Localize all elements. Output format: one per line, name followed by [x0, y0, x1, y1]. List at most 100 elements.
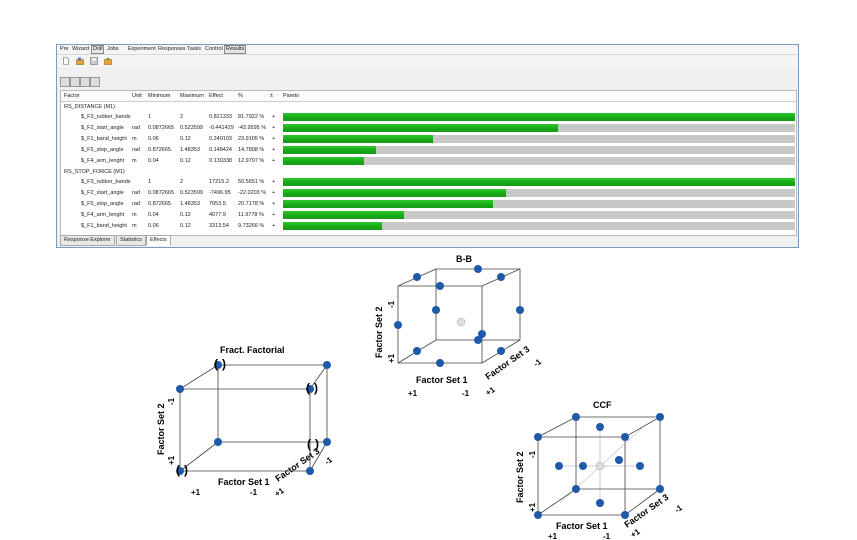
pareto-bar — [283, 200, 493, 208]
effect-cell: 0.821333 — [209, 114, 232, 120]
panel-button-4[interactable] — [90, 77, 100, 87]
header-maximum[interactable]: Maximum — [180, 93, 204, 99]
pareto-bar-track — [283, 178, 795, 186]
header-pareto[interactable]: Pareto — [283, 93, 300, 99]
bb-axis1-hi: +1 — [408, 389, 418, 398]
minimum-cell: 1 — [148, 179, 152, 185]
pareto-bar — [283, 211, 405, 219]
ccf-axis2: Factor Set 2 — [515, 451, 525, 503]
menu-pre[interactable]: Pre — [60, 46, 69, 52]
menu-experiment[interactable]: Experiment — [128, 46, 156, 52]
pareto-bar-track — [283, 222, 795, 230]
new-file-icon[interactable] — [62, 57, 70, 65]
pareto-bar — [283, 113, 795, 121]
fractional-factorial-diagram: () () () () Fract. Factorial Factor Set … — [156, 345, 334, 499]
maximum-cell: 1.48353 — [180, 201, 200, 207]
save-icon[interactable] — [90, 57, 98, 65]
unit-cell: rad — [132, 190, 140, 196]
tab-statistics[interactable]: Statistics — [116, 235, 147, 246]
export-icon[interactable] — [104, 57, 112, 65]
menu-bar: Pre Wizard Doll Jobs Experiment Response… — [57, 45, 798, 55]
svg-text:(: ( — [306, 381, 310, 395]
pareto-bar-track — [283, 135, 795, 143]
pareto-bar-track — [283, 211, 795, 219]
percent-cell: 12.9797 % — [238, 158, 265, 164]
header-unit[interactable]: Unit — [132, 93, 142, 99]
bb-title: B-B — [456, 254, 472, 264]
ccf-diagram: CCF Factor Set 1 +1 -1 Factor Set 2 +1 -… — [515, 400, 684, 540]
svg-text:): ) — [184, 463, 188, 477]
unit-cell: rad — [132, 125, 140, 131]
response-group-header[interactable]: RS_DISTANCE (M1) — [64, 104, 115, 110]
panel-button-1[interactable] — [60, 77, 70, 87]
svg-text:): ) — [222, 357, 226, 371]
header-percent[interactable]: % — [238, 93, 243, 99]
menu-wizard[interactable]: Wizard — [72, 46, 90, 52]
ccf-axis1-hi: +1 — [548, 532, 558, 540]
table-header: Factor Unit Minimum Maximum Effect % ± P… — [61, 91, 796, 102]
menu-results[interactable]: Results — [224, 45, 247, 54]
effects-table: Factor Unit Minimum Maximum Effect % ± P… — [60, 90, 797, 236]
ff-title: Fract. Factorial — [220, 345, 285, 355]
ff-axis1-hi: +1 — [191, 488, 201, 497]
open-icon[interactable] — [76, 57, 84, 65]
maximum-cell: 2 — [180, 179, 184, 185]
bb-axis3-hi: +1 — [484, 385, 497, 398]
menu-jobs[interactable]: Jobs — [107, 46, 119, 52]
maximum-cell: 0.12 — [180, 158, 191, 164]
pareto-bar — [283, 135, 433, 143]
header-plusminus[interactable]: ± — [270, 93, 274, 99]
bb-axis3-lo: -1 — [532, 357, 543, 369]
ccf-axis2-hi: +1 — [528, 502, 537, 512]
menu-tasks[interactable]: Tasks — [187, 46, 202, 52]
sign-cell: + — [272, 190, 276, 196]
menu-responses[interactable]: Responses — [158, 46, 186, 52]
maximum-cell: 0.12 — [180, 136, 191, 142]
box-behnken-diagram: B-B Factor Set 1 +1 -1 Factor Set 2 +1 -… — [374, 254, 543, 398]
panel-button-2[interactable] — [70, 77, 80, 87]
bb-axis2-lo: -1 — [387, 300, 396, 308]
ccf-axis3: Factor Set 3 — [622, 492, 670, 530]
factor-cell: $_F5_stop_angle — [81, 147, 124, 153]
unit-cell: m — [132, 158, 137, 164]
pareto-bar-track — [283, 146, 795, 154]
menu-doll[interactable]: Doll — [91, 45, 105, 54]
maximum-cell: 1.48353 — [180, 147, 200, 153]
ff-axis1: Factor Set 1 — [218, 477, 270, 487]
menu-control[interactable]: Control — [205, 46, 223, 52]
effect-cell: -7496.95 — [209, 190, 231, 196]
percent-cell: -22.0203 % — [238, 190, 267, 196]
minimum-cell: 0.872665 — [148, 201, 171, 207]
ff-axis1-lo: -1 — [250, 488, 258, 497]
maximum-cell: 0.12 — [180, 223, 191, 229]
effect-cell: 7053.5 — [209, 201, 226, 207]
minimum-cell: 0.0872665 — [148, 125, 174, 131]
header-factor[interactable]: Factor — [64, 93, 80, 99]
factor-cell: $_F2_start_angle — [81, 125, 124, 131]
maximum-cell: 2 — [180, 114, 184, 120]
pareto-bar-track — [283, 124, 795, 132]
pareto-bar-track — [283, 200, 795, 208]
minimum-cell: 0.04 — [148, 212, 159, 218]
tab-response-explorer[interactable]: Response Explorer — [60, 235, 115, 246]
unit-cell: rad — [132, 147, 140, 153]
sign-cell: + — [272, 223, 276, 229]
header-effect[interactable]: Effect — [209, 93, 223, 99]
svg-text:(: ( — [176, 463, 180, 477]
panel-button-3[interactable] — [80, 77, 90, 87]
header-minimum[interactable]: Minimum — [148, 93, 171, 99]
bb-axis2-hi: +1 — [387, 353, 396, 363]
tab-effects[interactable]: Effects — [146, 235, 171, 246]
response-group-header[interactable]: RS_STOP_FORCE (M1) — [64, 169, 125, 175]
pareto-bar — [283, 189, 506, 197]
